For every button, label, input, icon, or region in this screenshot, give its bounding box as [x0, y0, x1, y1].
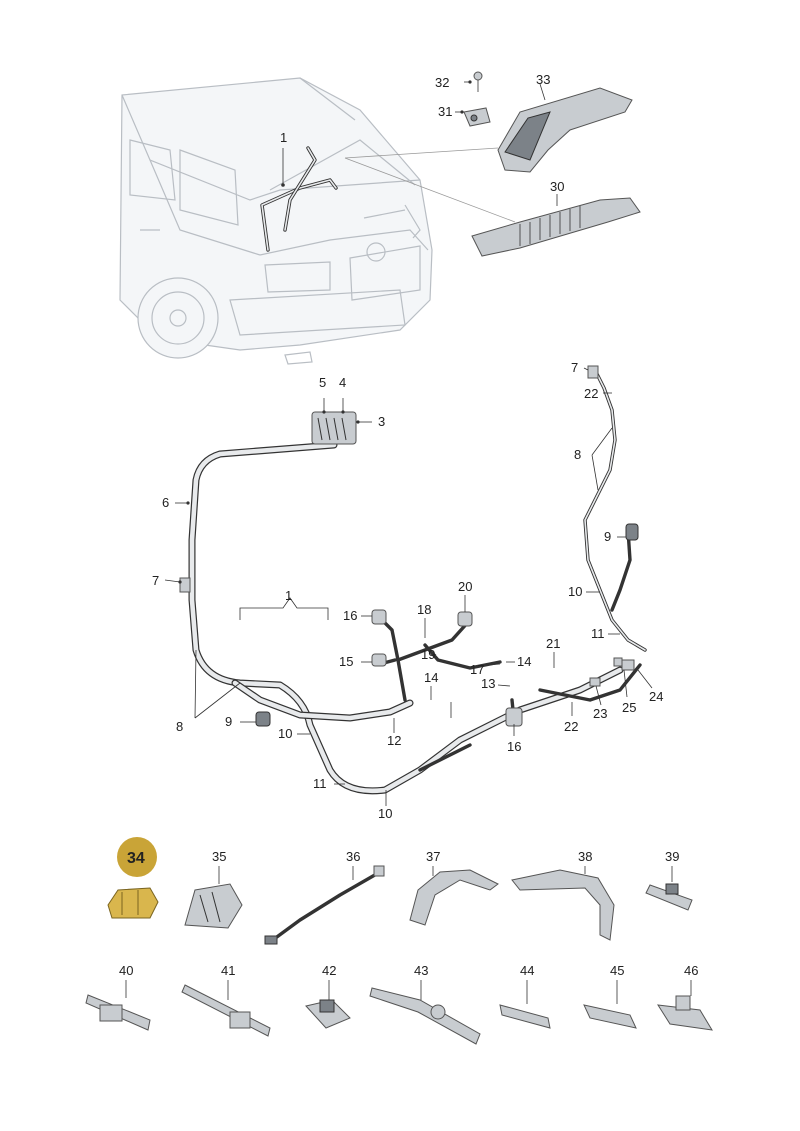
callout: 11: [313, 776, 327, 791]
callout: 39: [665, 849, 679, 864]
wiring-harness: [188, 370, 647, 795]
callout: 41: [221, 963, 235, 978]
callout: 17: [470, 662, 484, 677]
guide-line: [344, 147, 499, 159]
callout: 36: [346, 849, 360, 864]
callout: 13: [481, 676, 495, 691]
callout: 9: [225, 714, 232, 729]
callout: 15: [339, 654, 353, 669]
callout: 38: [578, 849, 592, 864]
callout: 45: [610, 963, 624, 978]
callout: 22: [584, 386, 598, 401]
guide-line: [344, 157, 516, 223]
part-33-cover: [497, 83, 633, 173]
car-rear-illustration: [119, 77, 433, 365]
highlight-badge-34: 34: [107, 837, 159, 919]
callout: 11: [591, 626, 605, 641]
callout: 35: [212, 849, 226, 864]
callout: 7: [571, 360, 578, 375]
harness-connectors: [179, 365, 639, 727]
callout: 1: [280, 130, 287, 145]
callout: 42: [322, 963, 336, 978]
callout: 21: [546, 636, 560, 651]
callout: 7: [152, 573, 159, 588]
callout: 5: [319, 375, 326, 390]
callout: 10: [568, 584, 582, 599]
callout: 18: [417, 602, 431, 617]
badge-label: 34: [127, 850, 145, 867]
callout: 43: [414, 963, 428, 978]
callout: 10: [278, 726, 292, 741]
callout: 14: [517, 654, 531, 669]
callout-labels: 1 32 33 31 30 5 4 3 7 22 8 6 9 7 10 1 20…: [152, 72, 663, 821]
bracket-1: [239, 597, 329, 620]
callout: 14: [424, 670, 438, 685]
leader-lines: [164, 80, 653, 806]
callout: 1: [285, 588, 292, 603]
callout: 16: [343, 608, 357, 623]
part-32-screw: [473, 71, 483, 92]
part-30-grommet: [471, 194, 641, 257]
callout: 16: [507, 739, 521, 754]
parts-row-2: 40 41 42 43 44 45 46: [85, 963, 713, 1045]
callout: 12: [387, 733, 401, 748]
badge-circle: [117, 837, 157, 877]
callout: 30: [550, 179, 564, 194]
callout: 4: [339, 375, 346, 390]
callout: 20: [458, 579, 472, 594]
callout: 3: [378, 414, 385, 429]
callout: 24: [649, 689, 663, 704]
callout: 40: [119, 963, 133, 978]
callout: 8: [574, 447, 581, 462]
part-34-bracket: [107, 887, 159, 919]
parts-row-1: 35 36 37 38 39: [184, 849, 693, 945]
callout: 23: [593, 706, 607, 721]
callout: 44: [520, 963, 534, 978]
callout: 25: [622, 700, 636, 715]
callout: 22: [564, 719, 578, 734]
callout: 8: [176, 719, 183, 734]
part-31-nut: [463, 107, 491, 127]
callout: 46: [684, 963, 698, 978]
callout: 10: [378, 806, 392, 821]
callout: 31: [438, 104, 452, 119]
callout: 32: [435, 75, 449, 90]
callout: 33: [536, 72, 550, 87]
callout: 37: [426, 849, 440, 864]
callout: 19: [421, 647, 435, 662]
callout: 6: [162, 495, 169, 510]
callout: 9: [604, 529, 611, 544]
